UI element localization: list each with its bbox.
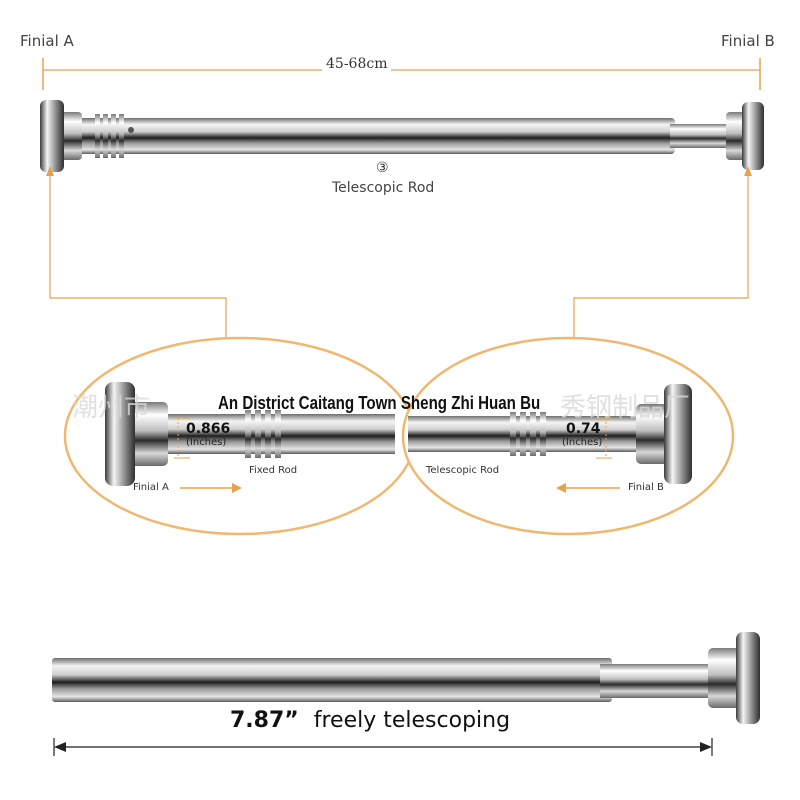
top-finial-a	[40, 100, 82, 172]
watermark-middle: An District Caitang Town Sheng Zhi Huan …	[218, 393, 541, 413]
bottom-dimension-line	[53, 738, 713, 756]
watermark-left: 潮州市	[72, 393, 151, 423]
right-finial-label: Finial B	[628, 482, 664, 493]
top-dimension-line	[42, 58, 761, 90]
finial-a-label: Finial A	[20, 32, 74, 50]
top-finial-b	[726, 102, 764, 170]
right-dimension-unit: (Inches)	[562, 437, 603, 448]
top-telescopic-rod	[40, 100, 764, 172]
right-dimension-value: 0.74	[566, 421, 601, 437]
left-detail-spring	[245, 410, 281, 458]
length-range-label: 45-68cm	[322, 56, 392, 72]
bottom-rod	[52, 632, 760, 724]
top-spring-coils	[95, 114, 124, 158]
right-part-label: Telescopic Rod	[426, 465, 500, 476]
detail-ellipse-right	[401, 336, 735, 536]
telescoping-value: 7.87”	[230, 708, 299, 733]
left-part-label: Fixed Rod	[249, 465, 298, 476]
telescoping-caption: 7.87” freely telescoping	[230, 708, 510, 733]
telescopic-rod-label: Telescopic Rod	[332, 180, 435, 196]
part-number: ③	[376, 160, 389, 176]
connector-lines	[46, 166, 752, 340]
left-finial-label: Finial A	[133, 482, 169, 493]
watermark-right: 秀钢制品厂	[560, 393, 691, 423]
right-detail-spring	[510, 412, 546, 456]
telescoping-text: freely telescoping	[313, 708, 511, 733]
left-dimension-unit: (Inches)	[186, 437, 227, 448]
detail-ellipse-left	[63, 336, 417, 536]
left-dimension-value: 0.866	[186, 421, 231, 437]
finial-b-label: Finial B	[721, 32, 775, 50]
